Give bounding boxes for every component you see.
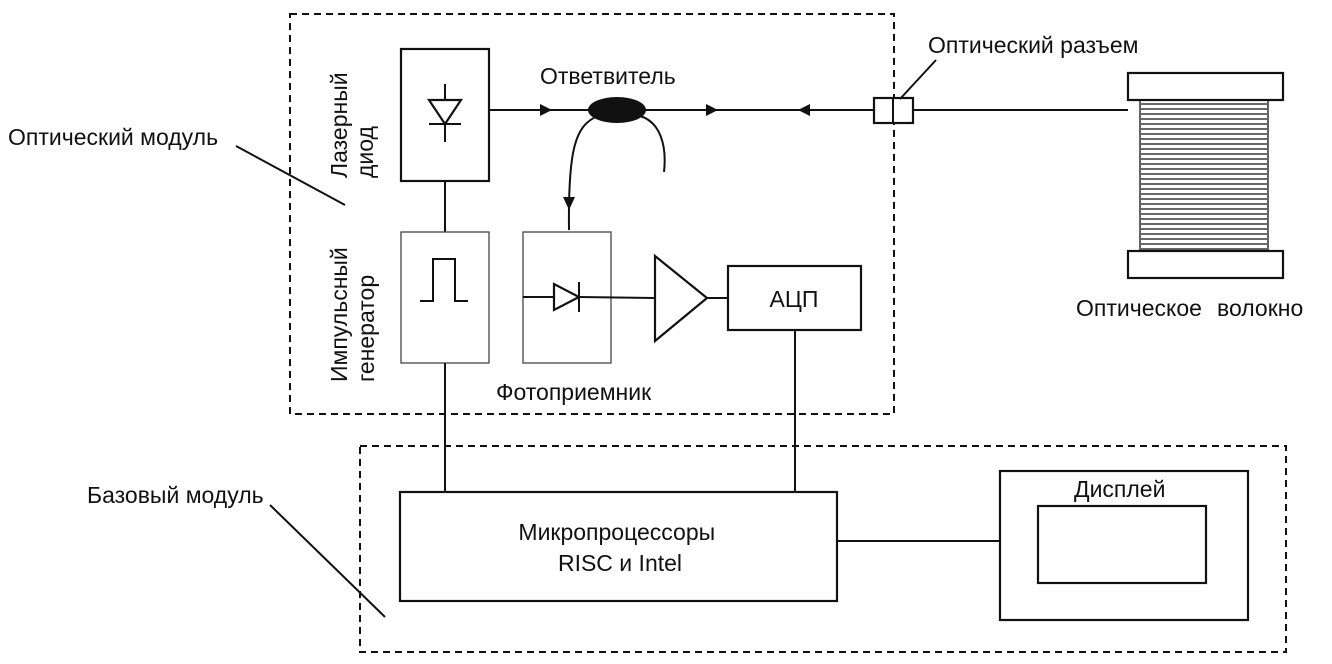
optical-module-label: Оптический модуль — [8, 124, 218, 150]
pulse-generator-label: Импульсный генератор — [326, 241, 379, 382]
base-module-leader — [269, 504, 386, 618]
pulse-waveform-icon — [420, 258, 468, 302]
laser-diode-label-line1: Лазерный — [326, 72, 352, 178]
optical-module-leader — [235, 145, 346, 206]
adc-label: АЦП — [770, 286, 819, 312]
arrow-left-icon — [798, 104, 810, 116]
laser-diode-label-line2: диод — [352, 125, 378, 178]
arrow-right-icon — [706, 104, 718, 116]
diode-symbol-icon — [426, 84, 464, 142]
microprocessors-label-line2: RISC и Intel — [558, 550, 682, 576]
microprocessors-label-line1: Микропроцессоры — [518, 519, 715, 545]
coupler-label: Ответвитель — [540, 63, 676, 89]
adc-box — [726, 264, 863, 332]
optical-fiber-label: Оптическое волокно — [1076, 295, 1303, 321]
display-label: Дисплей — [1074, 476, 1165, 502]
photodetector-label: Фотоприемник — [496, 379, 652, 405]
connector-leader — [899, 59, 937, 100]
arrow-right-icon — [540, 104, 552, 116]
fiber-coupler-icon — [567, 97, 666, 231]
amplifier-triangle-icon — [653, 253, 709, 344]
pulse-generator-box — [400, 231, 490, 364]
fiber-spool-icon — [1126, 71, 1285, 280]
display-screen — [1036, 504, 1208, 585]
arrow-down-icon — [563, 197, 575, 210]
optical-fiber-label-word2: волокно — [1217, 295, 1303, 321]
detector-amplifier-link — [578, 296, 656, 299]
microprocessors-label: Микропроцессоры RISC и Intel — [518, 519, 721, 576]
optical-fiber-label-word1: Оптическое — [1076, 295, 1202, 321]
optical-connector-label: Оптический разъем — [928, 32, 1139, 58]
laser-diode-label: Лазерный диод — [326, 66, 378, 178]
pulse-generator-label-line1: Импульсный — [326, 247, 352, 382]
base-module-boundary — [359, 445, 1287, 653]
base-module-label: Базовый модуль — [87, 482, 264, 508]
microprocessors-box — [398, 490, 839, 603]
optical-module-boundary — [289, 13, 895, 415]
pulse-generator-label-line2: генератор — [353, 275, 379, 382]
optical-connector-icon — [872, 96, 915, 125]
